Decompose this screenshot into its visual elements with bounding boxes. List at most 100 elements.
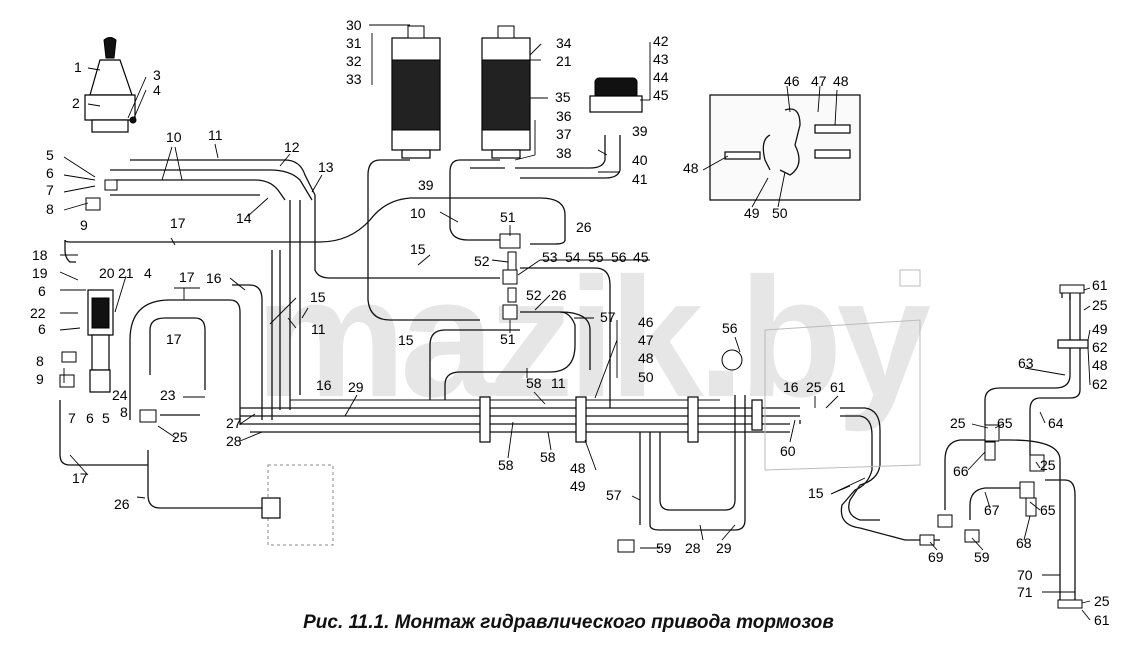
label-6b: 6 [38, 283, 46, 299]
label-16c: 16 [316, 377, 332, 393]
label-48d: 48 [570, 460, 586, 476]
label-35: 35 [555, 89, 571, 105]
label-59a: 59 [656, 540, 672, 556]
label-8: 8 [46, 201, 54, 217]
label-4b: 4 [144, 265, 152, 281]
label-29a: 29 [716, 540, 732, 556]
label-49c: 49 [1092, 321, 1108, 337]
label-5: 5 [46, 147, 54, 163]
label-10: 10 [166, 129, 182, 145]
label-31: 31 [346, 35, 362, 51]
leader-lines [59, 24, 1091, 621]
label-30: 30 [346, 17, 362, 33]
label-15c: 15 [808, 485, 824, 501]
label-51b: 51 [500, 331, 516, 347]
axle-housing [764, 269, 921, 471]
label-9b: 9 [36, 371, 44, 387]
label-50a: 50 [772, 205, 788, 221]
label-41: 41 [632, 171, 648, 187]
label-55: 55 [588, 249, 604, 265]
label-58b: 58 [498, 457, 514, 473]
label-58a: 58 [526, 375, 542, 391]
label-29b: 29 [348, 379, 364, 395]
label-18: 18 [32, 247, 48, 263]
label-8c: 8 [120, 404, 128, 420]
label-65a: 65 [997, 415, 1013, 431]
label-56a: 56 [611, 249, 627, 265]
label-20: 20 [99, 265, 115, 281]
label-12: 12 [284, 139, 300, 155]
label-63: 63 [1018, 355, 1034, 371]
label-11d: 11 [311, 321, 326, 337]
label-11: 11 [208, 127, 223, 143]
label-54: 54 [565, 249, 581, 265]
label-44: 44 [653, 69, 669, 85]
label-26c: 26 [114, 496, 130, 512]
label-67: 67 [984, 502, 1000, 518]
label-46a: 46 [784, 73, 800, 89]
label-37: 37 [556, 126, 572, 142]
label-23: 23 [160, 387, 176, 403]
label-49a: 49 [744, 205, 760, 221]
label-61c: 61 [1094, 612, 1110, 628]
pipe-clamps [479, 339, 1089, 443]
label-25d: 25 [950, 415, 966, 431]
label-21b: 21 [118, 265, 134, 281]
label-53: 53 [542, 249, 558, 265]
label-28a: 28 [685, 540, 701, 556]
label-40: 40 [632, 152, 648, 168]
label-14: 14 [236, 210, 252, 226]
label-5b: 5 [102, 410, 110, 426]
label-39b: 39 [632, 123, 648, 139]
label-10b: 10 [410, 205, 426, 221]
label-45: 45 [653, 87, 669, 103]
label-51a: 51 [500, 209, 516, 225]
label-15a: 15 [410, 241, 426, 257]
label-49b: 49 [570, 478, 586, 494]
label-36: 36 [556, 108, 572, 124]
label-68: 68 [1016, 535, 1032, 551]
part-labels: 1 2 3 4 5 6 7 8 9 10 11 12 13 14 17 30 3… [30, 17, 1110, 628]
label-50b: 50 [638, 369, 654, 385]
label-69: 69 [928, 549, 944, 565]
label-8b: 8 [36, 353, 44, 369]
label-15b: 15 [398, 332, 414, 348]
brake-chamber [261, 464, 334, 546]
label-6: 6 [46, 165, 54, 181]
label-26a: 26 [576, 219, 592, 235]
label-48b: 48 [683, 160, 699, 176]
label-61a: 61 [830, 379, 846, 395]
master-cylinder [87, 289, 114, 393]
label-9: 9 [80, 217, 88, 233]
label-1: 1 [74, 59, 82, 75]
label-39a: 39 [418, 177, 434, 193]
figure-caption: Рис. 11.1. Монтаж гидравлического привод… [303, 612, 834, 633]
label-7b: 7 [68, 410, 76, 426]
label-17d: 17 [72, 470, 88, 486]
label-16b: 16 [206, 270, 222, 286]
label-61b: 61 [1092, 277, 1108, 293]
label-15d: 15 [310, 289, 326, 305]
label-3: 3 [153, 67, 161, 83]
label-6d: 6 [86, 410, 94, 426]
label-48e: 48 [1092, 357, 1108, 373]
label-11c: 11 [551, 375, 566, 391]
label-64: 64 [1048, 415, 1064, 431]
detail-inset [709, 94, 861, 201]
label-56b: 56 [722, 320, 738, 336]
label-17b: 17 [179, 269, 195, 285]
label-7: 7 [46, 182, 54, 198]
label-57a: 57 [600, 309, 616, 325]
pipe-network [59, 135, 1081, 600]
label-27: 27 [226, 415, 242, 431]
label-60: 60 [780, 443, 796, 459]
label-19: 19 [32, 265, 48, 281]
label-58c: 58 [540, 449, 556, 465]
label-48c: 48 [638, 350, 654, 366]
label-38: 38 [556, 145, 572, 161]
label-25c: 25 [1092, 297, 1108, 313]
label-70: 70 [1017, 567, 1033, 583]
label-28b: 28 [226, 433, 242, 449]
label-25e: 25 [1040, 457, 1056, 473]
